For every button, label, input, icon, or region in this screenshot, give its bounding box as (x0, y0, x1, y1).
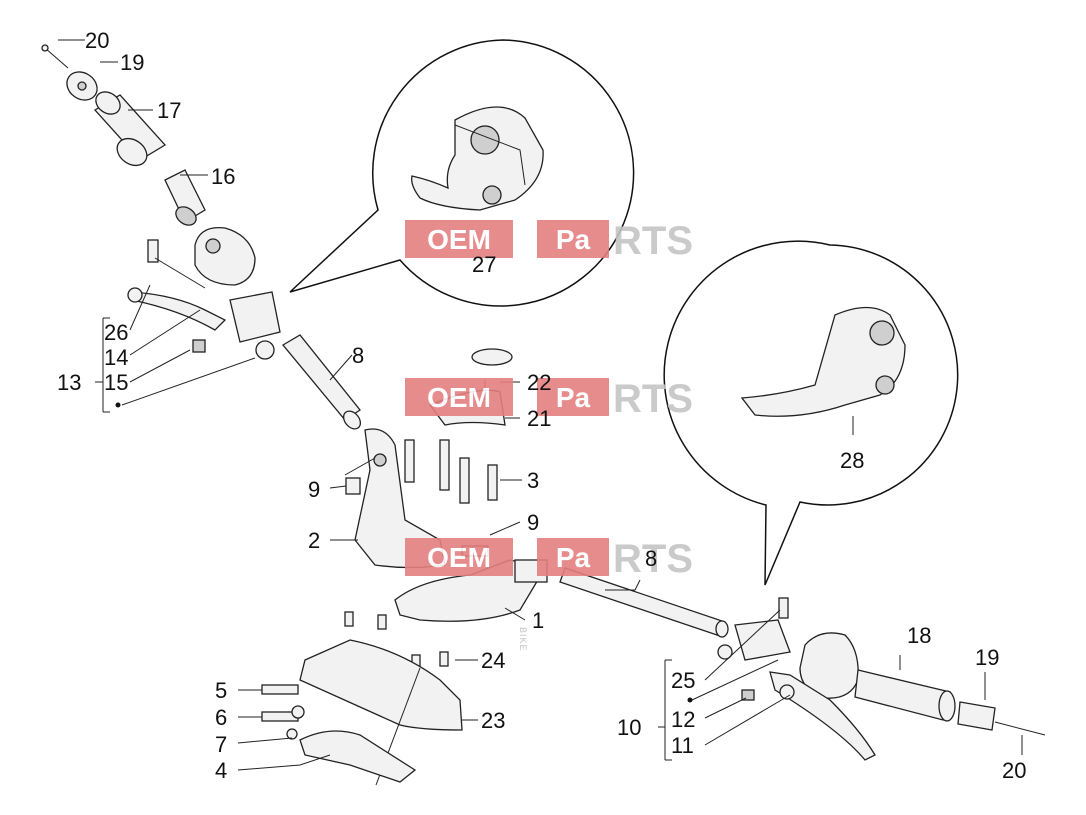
callout-8-upper: 8 (352, 343, 364, 368)
callout-22: 22 (527, 370, 551, 395)
svg-text:OEM: OEM (427, 224, 491, 255)
callout-20: 20 (85, 28, 109, 53)
callout-11: 11 (671, 733, 694, 758)
callout-14: 14 (104, 345, 128, 370)
callout-28: 28 (840, 448, 864, 473)
svg-text:OEM: OEM (427, 542, 491, 573)
svg-text:Pa: Pa (556, 224, 591, 255)
callout-1: 1 (532, 608, 544, 633)
callout-21: 21 (527, 406, 551, 431)
callout-9-left: 9 (308, 477, 320, 502)
left-switch-cover-part (411, 106, 544, 211)
svg-text:RTS: RTS (613, 377, 693, 421)
callout-7: 7 (215, 732, 227, 757)
svg-text:RTS: RTS (613, 219, 693, 263)
callout-13: 13 (57, 370, 81, 395)
svg-text:BIKE: BIKE (518, 627, 528, 652)
callout-20-right: 20 (1002, 758, 1026, 783)
callout-4: 4 (215, 758, 227, 783)
callout-15: 15 (104, 370, 128, 395)
callout-8-right: 8 (645, 546, 657, 571)
callout-9-right: 9 (527, 510, 539, 535)
callout-2: 2 (308, 528, 320, 553)
callout-26: 26 (104, 320, 128, 345)
callout-25: 25 (671, 668, 695, 693)
watermark: OEM BIKE Pa RTS OEM Pa RTS OEM Pa RTS (405, 219, 693, 652)
callout-12: 12 (671, 707, 695, 732)
svg-text:Pa: Pa (556, 382, 591, 413)
right-handlebar-parts (658, 416, 1046, 761)
svg-text:RTS: RTS (613, 537, 693, 581)
right-switch-lever-part (740, 306, 906, 417)
callout-17: 17 (157, 98, 181, 123)
svg-text:OEM: OEM (427, 382, 491, 413)
detail-bubble-27 (289, 39, 635, 307)
callout-18: 18 (907, 623, 931, 648)
callout-5: 5 (215, 678, 227, 703)
left-handlebar-parts (41, 39, 281, 413)
detail-bubble-28 (663, 240, 959, 586)
callout-3: 3 (527, 468, 539, 493)
callout-19: 19 (120, 50, 144, 75)
callout-10: 10 (617, 715, 641, 740)
callout-27: 27 (472, 252, 496, 277)
callout-24: 24 (481, 648, 505, 673)
callout-23: 23 (481, 708, 505, 733)
callout-6: 6 (215, 705, 227, 730)
svg-text:Pa: Pa (556, 542, 591, 573)
callout-19-right: 19 (975, 645, 999, 670)
callout-16: 16 (211, 164, 235, 189)
callout-labels: 20 19 17 16 27 26 14 13 15 8 22 21 28 9 … (57, 28, 1026, 783)
